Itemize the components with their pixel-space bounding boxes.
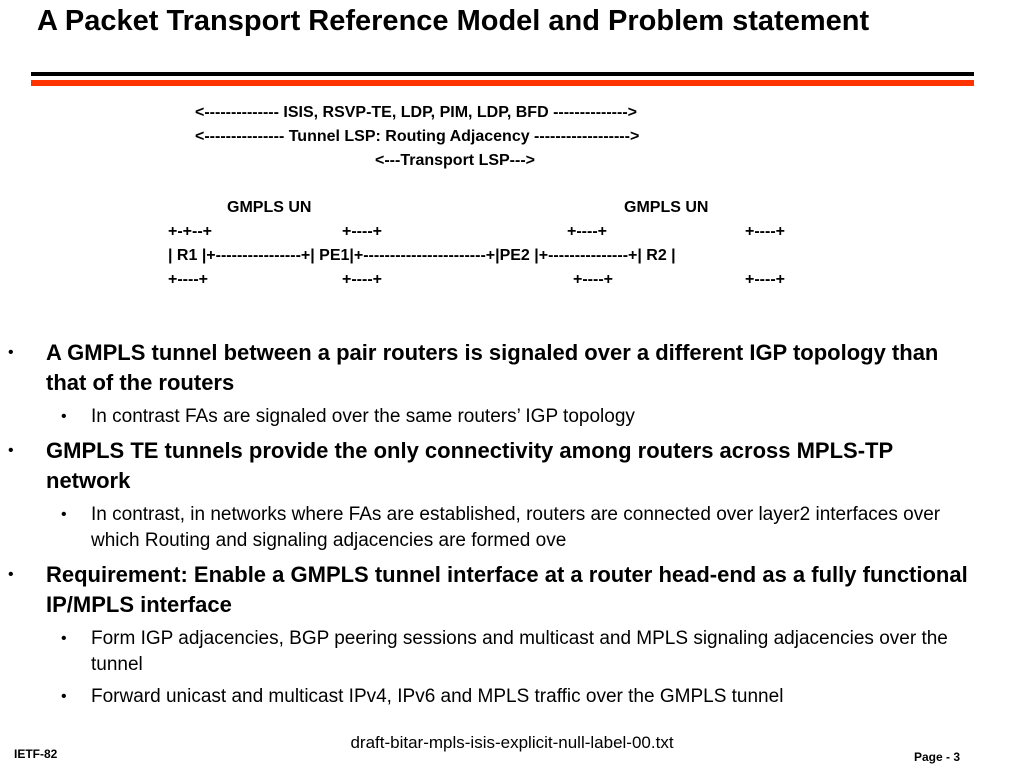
- title-rule-orange: [31, 80, 974, 86]
- diagram-transport-line: <---Transport LSP--->: [375, 152, 536, 169]
- sub-bullet-item: In contrast FAs are signaled over the sa…: [61, 404, 964, 430]
- sub-bullet-item: Form IGP adjacencies, BGP peering sessio…: [61, 626, 964, 678]
- title-rule-black: [31, 72, 974, 76]
- bullet-item: A GMPLS tunnel between a pair routers is…: [8, 338, 974, 398]
- bullet-item: GMPLS TE tunnels provide the only connec…: [8, 436, 974, 496]
- diagram-box-top-r2: +----+: [745, 223, 785, 240]
- footer-page-number: Page - 3: [913, 750, 960, 764]
- diagram-tunnel-line: <--------------- Tunnel LSP: Routing Adj…: [195, 128, 640, 145]
- diagram-uni-right-label: GMPLS UN: [624, 199, 709, 216]
- sub-bullet-item: In contrast, in networks where FAs are e…: [61, 502, 964, 554]
- diagram-box-top-pe1: +----+: [342, 223, 382, 240]
- bullet-list: A GMPLS tunnel between a pair routers is…: [0, 338, 1024, 716]
- diagram-box-bottom-r1: +----+: [168, 271, 208, 288]
- diagram-box-bottom-pe1: +----+: [342, 271, 382, 288]
- footer-draft-name: draft-bitar-mpls-isis-explicit-null-labe…: [350, 733, 674, 752]
- footer-venue: IETF-82: [14, 747, 58, 761]
- diagram-box-top-pe2: +----+: [567, 223, 607, 240]
- bullet-item: Requirement: Enable a GMPLS tunnel inter…: [8, 560, 974, 620]
- diagram-box-bottom-r2: +----+: [745, 271, 785, 288]
- diagram-nodes-line: | R1 |+----------------+| PE1|+---------…: [168, 247, 676, 264]
- slide-title: A Packet Transport Reference Model and P…: [37, 5, 870, 37]
- diagram-protocols-line: <-------------- ISIS, RSVP-TE, LDP, PIM,…: [195, 104, 637, 121]
- diagram-box-top-r1: +-+--+: [168, 223, 213, 240]
- sub-bullet-item: Forward unicast and multicast IPv4, IPv6…: [61, 684, 964, 710]
- diagram-uni-left-label: GMPLS UN: [227, 199, 312, 216]
- diagram-box-bottom-pe2: +----+: [573, 271, 613, 288]
